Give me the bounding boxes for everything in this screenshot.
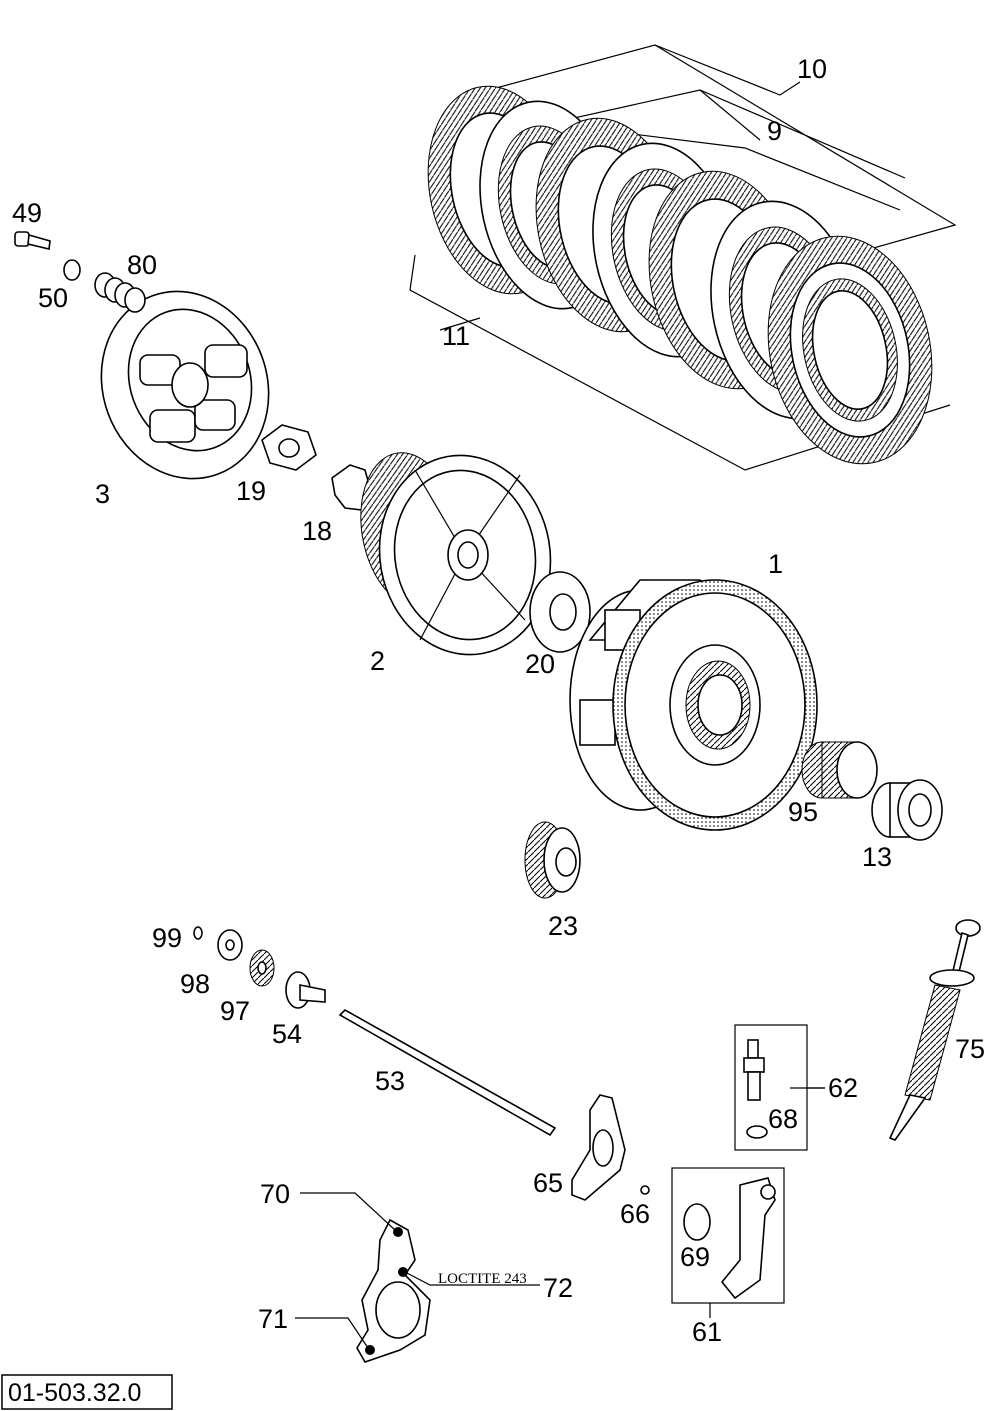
push-rod [338,1009,557,1137]
clutch-basket [569,579,818,831]
callout-65: 65 [533,1168,563,1198]
callout-10: 10 [797,54,827,84]
clutch-spring [94,272,146,313]
callout-23: 23 [548,911,578,941]
callout-72: 72 [543,1273,573,1303]
bushing [871,779,943,841]
pressure-piece [285,971,326,1009]
callout-13: 13 [862,842,892,872]
grease-syringe [888,919,981,1141]
inner-clutch-hub [360,452,552,656]
thrust-washer [529,571,591,653]
needle-bearing [801,741,878,799]
callout-53: 53 [375,1066,405,1096]
loctite-note: LOCTITE 243 [438,1271,527,1287]
callout-75: 75 [955,1034,985,1064]
callout-1: 1 [768,549,783,579]
reference-code: 01-503.32.0 [8,1379,141,1407]
small-o-ring [193,926,203,940]
slave-cylinder [671,1167,785,1318]
bleeder-kit [734,1024,825,1151]
hole-marker [393,1227,403,1237]
o-ring [640,1185,650,1195]
axial-bearing [249,949,275,987]
callout-70: 70 [260,1179,290,1209]
hole-marker [398,1267,408,1277]
callout-11: 11 [442,321,470,351]
hex-nut [261,424,317,471]
friction-disc [767,235,933,465]
callout-9: 9 [767,116,782,146]
callout-97: 97 [220,996,250,1026]
callout-80: 80 [127,250,157,280]
callout-95: 95 [788,797,818,827]
callout-61: 61 [692,1317,722,1347]
primary-gear [524,821,581,899]
clutch-disc-stack [409,44,957,471]
callout-66: 66 [620,1199,650,1229]
reference-code-box [1,1374,173,1410]
callout-54: 54 [272,1019,302,1049]
callout-2: 2 [370,646,385,676]
washer [63,259,81,281]
callout-69: 69 [680,1242,710,1272]
gasket [571,1094,626,1201]
callout-3: 3 [95,479,110,509]
pressure-plate [100,290,270,480]
callout-49: 49 [12,198,42,228]
callout-20: 20 [525,649,555,679]
callout-68: 68 [768,1104,798,1134]
callout-98: 98 [180,969,210,999]
thrust-washer-98 [217,929,243,961]
callout-50: 50 [38,283,68,313]
callout-19: 19 [236,476,266,506]
callout-18: 18 [302,516,332,546]
callout-99: 99 [152,923,182,953]
clamp-plate [295,1192,540,1363]
callout-71: 71 [258,1304,288,1334]
callout-62: 62 [828,1073,858,1103]
bolt [14,231,51,250]
